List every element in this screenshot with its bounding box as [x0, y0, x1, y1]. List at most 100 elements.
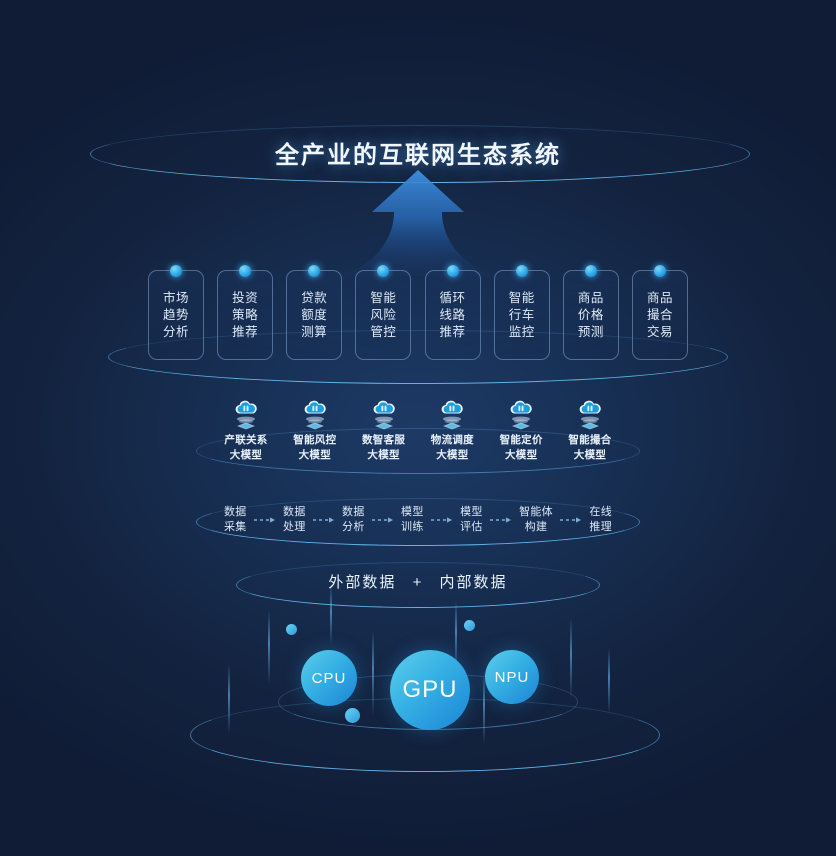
card-label-line: 行车 [508, 307, 535, 322]
card-dot-icon [584, 265, 597, 277]
cloud-chip-icon [441, 400, 464, 430]
pipeline-step[interactable]: 数据 采集 [224, 505, 247, 535]
application-card[interactable]: 循环 线路 推荐 [424, 265, 481, 360]
card-label-line: 投资 [232, 290, 259, 305]
model-label-line: 大模型 [436, 449, 469, 461]
card-label-line: 分析 [162, 324, 189, 339]
page-title: 全产业的互联网生态系统 [275, 142, 561, 169]
application-card[interactable]: 商品 撮合 交易 [631, 265, 688, 360]
model-label-line: 大模型 [504, 449, 538, 461]
pipeline-step-line: 在线 [589, 506, 612, 518]
cpu-node[interactable]: CPU [301, 650, 357, 706]
light-bar [372, 630, 374, 716]
model-label-line: 智能定价 [499, 434, 543, 446]
model-label-line: 大模型 [298, 449, 331, 461]
application-card[interactable]: 投资 策略 推荐 [217, 265, 274, 360]
pipeline-step-line: 推理 [589, 521, 612, 533]
card-label-line: 价格 [577, 307, 604, 322]
data-layer-label: 外部数据 + 内部数据 [0, 571, 836, 592]
cloud-chip-icon [235, 400, 257, 430]
upward-arrow-icon [342, 170, 494, 276]
pipeline-step-line: 训练 [401, 521, 424, 533]
application-card[interactable]: 智能 行车 监控 [493, 265, 550, 360]
gpu-node[interactable]: GPU [390, 650, 470, 730]
model-label-line: 大模型 [367, 449, 400, 461]
npu-label: NPU [494, 668, 530, 686]
model-label-line: 物流调度 [430, 434, 474, 446]
cloud-chip-icon [304, 400, 326, 430]
pipeline-step[interactable]: 在线 推理 [589, 505, 612, 535]
model-label-line: 大模型 [229, 449, 263, 461]
cpu-label: CPU [311, 669, 347, 687]
cloud-chip-icon [373, 400, 395, 430]
card-dot-icon [308, 265, 321, 277]
card-label-line: 趋势 [162, 307, 189, 322]
model-item[interactable]: 智能定价 大模型 [490, 400, 552, 472]
model-item[interactable]: 产联关系 大模型 [215, 400, 277, 472]
card-label-line: 商品 [646, 290, 673, 305]
light-bar [228, 664, 230, 734]
pipeline-step[interactable]: 模型 评估 [460, 505, 483, 535]
model-item[interactable]: 智能撮合 大模型 [559, 400, 621, 472]
pipeline-step-line: 数据 [283, 506, 306, 518]
dashed-arrow-icon [253, 517, 275, 523]
card-label-line: 测算 [301, 324, 328, 339]
model-label-line: 大模型 [573, 449, 607, 461]
pipeline-step-line: 数据 [342, 506, 365, 518]
floating-dot [286, 624, 297, 635]
floating-dot [345, 708, 360, 723]
card-label-line: 智能 [508, 290, 535, 305]
light-bar [608, 648, 610, 714]
application-card[interactable]: 商品 价格 预测 [562, 265, 619, 360]
pipeline-step-line: 数据 [224, 506, 247, 518]
application-card[interactable]: 智能 风险 管控 [355, 265, 412, 360]
card-label-line: 额度 [301, 307, 328, 322]
card-label-line: 线路 [439, 307, 466, 322]
light-bar [268, 610, 270, 684]
pipeline-step[interactable]: 数据 处理 [283, 505, 306, 535]
external-data-label: 外部数据 [328, 574, 397, 591]
pipeline-row: 数据 采集 数据 处理 数据 分析 模型 训练 [224, 503, 612, 537]
light-bar [570, 618, 572, 698]
model-item[interactable]: 数智客服 大模型 [353, 400, 415, 472]
pipeline-step-line: 构建 [524, 521, 548, 533]
light-bar [330, 585, 332, 645]
card-label-line: 管控 [370, 324, 397, 339]
pipeline-step-line: 处理 [283, 521, 306, 533]
pipeline-step-line: 分析 [342, 521, 365, 533]
dashed-arrow-icon [560, 517, 582, 523]
card-label-line: 推荐 [439, 324, 466, 339]
internal-data-label: 内部数据 [439, 574, 508, 591]
pipeline-step[interactable]: 智能体 构建 [519, 505, 553, 535]
application-cards: 市场 趋势 分析 投资 策略 推荐 贷款 额度 测算 智能 风险 管控 循环 线… [148, 265, 688, 360]
model-row: 产联关系 大模型 智能风控 大模型 [215, 400, 621, 472]
model-item[interactable]: 物流调度 大模型 [421, 400, 483, 472]
pipeline-step-line: 模型 [401, 506, 424, 518]
card-dot-icon [170, 265, 182, 277]
card-label-line: 商品 [577, 290, 604, 305]
pipeline-step[interactable]: 数据 分析 [342, 505, 365, 535]
dashed-arrow-icon [489, 517, 511, 523]
plus-operator: + [412, 574, 424, 591]
pipeline-step[interactable]: 模型 训练 [401, 505, 424, 535]
card-label-line: 监控 [508, 324, 535, 339]
model-item[interactable]: 智能风控 大模型 [284, 400, 346, 472]
dashed-arrow-icon [430, 517, 452, 523]
pipeline-step-line: 模型 [460, 506, 483, 518]
card-label-line: 市场 [162, 290, 189, 305]
application-card[interactable]: 贷款 额度 测算 [286, 265, 343, 360]
npu-node[interactable]: NPU [485, 650, 539, 704]
card-label-line: 撮合 [646, 307, 673, 322]
cloud-chip-icon [510, 400, 532, 430]
card-label-line: 循环 [439, 290, 466, 305]
dashed-arrow-icon [371, 517, 393, 523]
application-card[interactable]: 市场 趋势 分析 [148, 265, 204, 360]
pipeline-step-line: 评估 [460, 521, 483, 533]
card-label-line: 风险 [370, 307, 397, 322]
model-label-line: 智能撮合 [568, 434, 612, 446]
model-label-line: 智能风控 [293, 434, 337, 446]
model-label-line: 产联关系 [224, 434, 268, 446]
pipeline-step-line: 采集 [224, 521, 247, 533]
card-label-line: 交易 [646, 324, 673, 339]
